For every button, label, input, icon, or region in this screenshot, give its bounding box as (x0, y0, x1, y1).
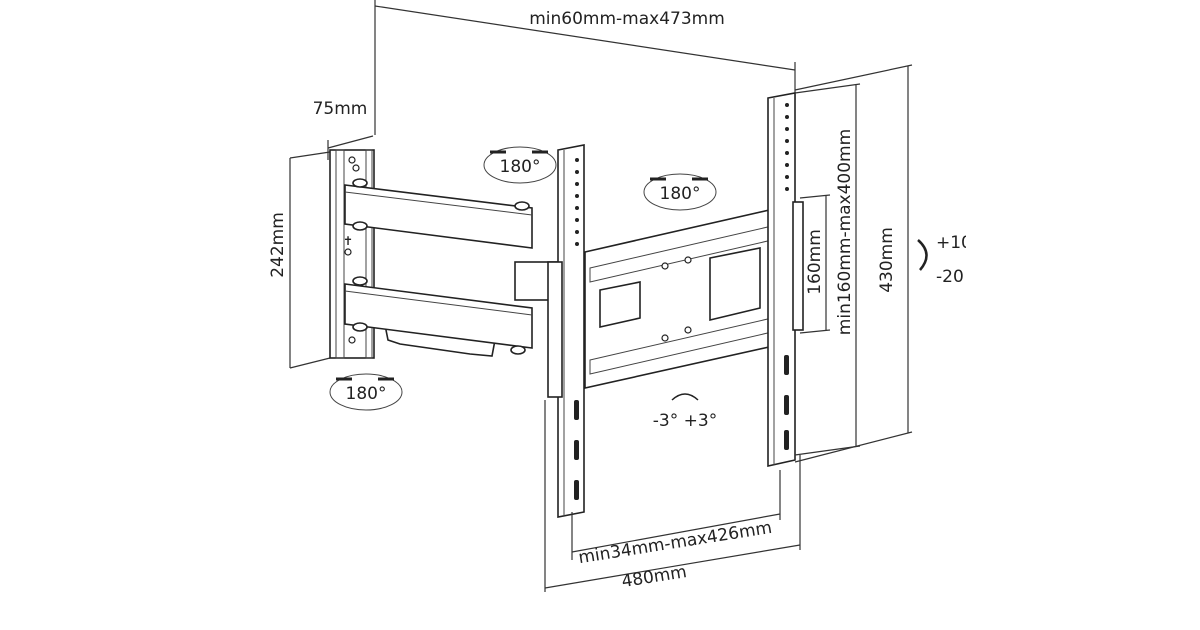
wall-plate-width-label: 75mm (313, 99, 368, 119)
rotation-indicator: -3° +3° (653, 393, 717, 431)
swivel-wall-badge: 180° (329, 373, 403, 411)
overall-width-label: 480mm (620, 562, 688, 592)
wall-plate-height-dimension: 242mm (268, 151, 331, 369)
svg-text:✝: ✝ (343, 234, 353, 248)
swing-arms (344, 178, 561, 355)
plate-height-label: 160mm (805, 229, 825, 295)
top-span-label: min60mm-max473mm (529, 9, 725, 29)
top-span-dimension: min60mm-max473mm (374, 0, 796, 135)
rail-height-label: 430mm (877, 227, 897, 293)
rotation-label: -3° +3° (653, 411, 717, 431)
swivel-wall-label: 180° (346, 384, 387, 404)
swivel-plate-badge: 180° (643, 173, 717, 211)
tilt-down-label: -20 (936, 267, 964, 287)
right-rail (767, 92, 804, 467)
swivel-plate-label: 180° (660, 184, 701, 204)
rail-height-dimension: 430mm (794, 64, 913, 463)
left-rail (547, 144, 585, 518)
tilt-indicator: +10 -20 (917, 233, 972, 287)
vertical-hole-span-label: min160mm-max400mm (835, 129, 855, 335)
tv-plate (584, 206, 779, 389)
horizontal-hole-span-label: min34mm-max426mm (577, 518, 773, 568)
swivel-arm-badge: 180° (483, 146, 557, 184)
swivel-arm-label: 180° (500, 157, 541, 177)
wall-plate-width-dimension: 75mm (313, 99, 374, 160)
plate-height-dimension: 160mm (799, 194, 831, 334)
wall-plate-height-label: 242mm (268, 212, 288, 278)
tilt-up-label: +10 (936, 233, 972, 253)
